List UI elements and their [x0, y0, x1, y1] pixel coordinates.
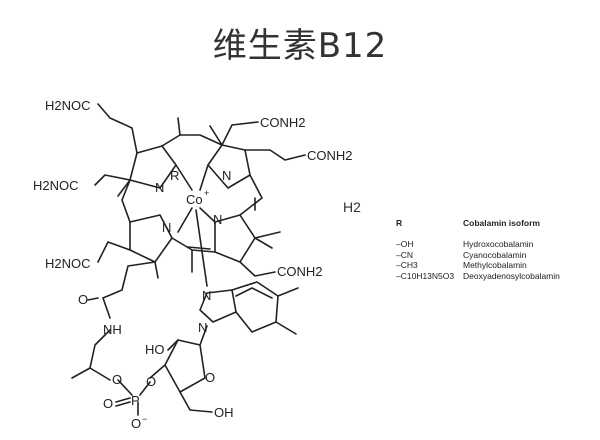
page-title: 维生素B12 [212, 26, 388, 66]
ribose-oxygen-label: O [205, 370, 215, 385]
legend-r-value: –OH [396, 239, 414, 249]
legend-isoform-name: Cyanocobalamin [463, 249, 527, 260]
conh2-bottom-left-label: H2NOC [45, 256, 91, 271]
ring-b [207, 144, 251, 189]
nitrogen-6-label: N [198, 320, 207, 335]
legend-row: –OH Hydroxocobalamin [396, 239, 596, 250]
conh2-right-label: CONH2 [307, 148, 353, 163]
ring-c [214, 214, 256, 263]
legend-header-isoform: Cobalamin isoform [463, 218, 540, 228]
conh2-top-left-label: H2NOC [45, 98, 91, 113]
nitrogen-3-label: N [162, 220, 171, 235]
conh2-bottom-right-label: CONH2 [277, 264, 323, 279]
cobalamin-legend-table: R Cobalamin isoform –OH Hydroxocobalamin… [396, 218, 596, 281]
hydroxyl-2-label: OH [214, 405, 234, 420]
hydroxyl-1-label: HO [145, 342, 165, 357]
nitrogen-5-label: N [202, 288, 211, 303]
legend-header: R Cobalamin isoform [396, 218, 596, 228]
phosphate-oxygen-1-label: O [103, 396, 113, 411]
legend-row: –CN Cyanocobalamin [396, 250, 596, 261]
phosphorus-label: P [131, 393, 140, 408]
legend-isoform-name: Deoxyadenosylcobalamin [463, 270, 560, 281]
r-group-label: R [170, 168, 179, 183]
conh2-top-right-label: CONH2 [260, 115, 306, 130]
cobalt-label: Co [186, 192, 203, 207]
nitrogen-4-label: N [213, 212, 222, 227]
ring-d [129, 214, 173, 263]
legend-r-value: –CH3 [396, 260, 418, 270]
legend-r-value: –C10H13N5O3 [396, 270, 455, 281]
nh-label: NH [103, 322, 122, 337]
phosphate-charge-label: − [142, 414, 147, 424]
cobalt-charge-label: + [204, 188, 209, 198]
amide-oxygen-label: O [78, 292, 88, 307]
conh2-left-label: H2NOC [33, 178, 79, 193]
h2-label: H2 [343, 199, 361, 215]
phosphate-oxygen-2-label: O [131, 416, 141, 431]
ribose-ring [164, 339, 206, 393]
ester-oxygen-2-label: O [146, 374, 156, 389]
benzene-ring [231, 281, 279, 333]
legend-row: –C10H13N5O3 Deoxyadenosylcobalamin [396, 271, 596, 282]
ring-a [129, 145, 177, 189]
legend-r-value: –CN [396, 249, 414, 260]
nitrogen-2-label: N [222, 168, 231, 183]
legend-header-r: R [396, 218, 403, 228]
ester-oxygen-label: O [112, 372, 122, 387]
benzimidazole-ring [199, 289, 237, 323]
legend-isoform-name: Methylcobalamin [463, 260, 527, 270]
legend-row: –CH3 Methylcobalamin [396, 260, 596, 271]
legend-isoform-name: Hydroxocobalamin [463, 239, 534, 249]
nitrogen-1-label: N [155, 180, 164, 195]
